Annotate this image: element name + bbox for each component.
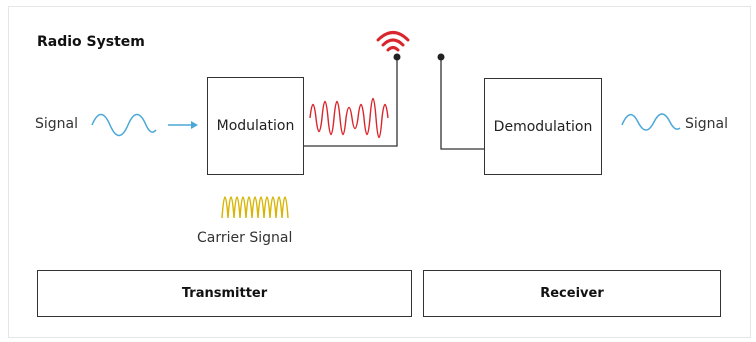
receiver-antenna-dot (437, 53, 445, 61)
transmitter-label: Transmitter (181, 286, 268, 301)
receiver-antenna-line (440, 57, 484, 150)
output-signal-wave (621, 113, 681, 131)
demodulation-label: Demodulation (493, 118, 593, 135)
input-signal-label: Signal (35, 116, 79, 132)
transmitter-antenna-line (303, 57, 398, 147)
modulation-box: Modulation (207, 77, 304, 175)
receiver-bar: Receiver (423, 270, 721, 317)
carrier-signal-label: Carrier Signal (197, 230, 293, 246)
demodulation-box: Demodulation (484, 78, 602, 175)
output-signal-label: Signal (685, 116, 729, 132)
arrow-right-icon (168, 121, 198, 129)
modulation-label: Modulation (216, 118, 295, 134)
input-signal-wave (91, 113, 157, 137)
transmitter-antenna-dot (393, 53, 401, 61)
receiver-label: Receiver (540, 286, 604, 301)
diagram-title: Radio System (37, 34, 145, 50)
modulated-wave (309, 97, 389, 139)
carrier-wave (221, 196, 289, 219)
transmitter-bar: Transmitter (37, 270, 412, 317)
wifi-icon (376, 31, 410, 52)
